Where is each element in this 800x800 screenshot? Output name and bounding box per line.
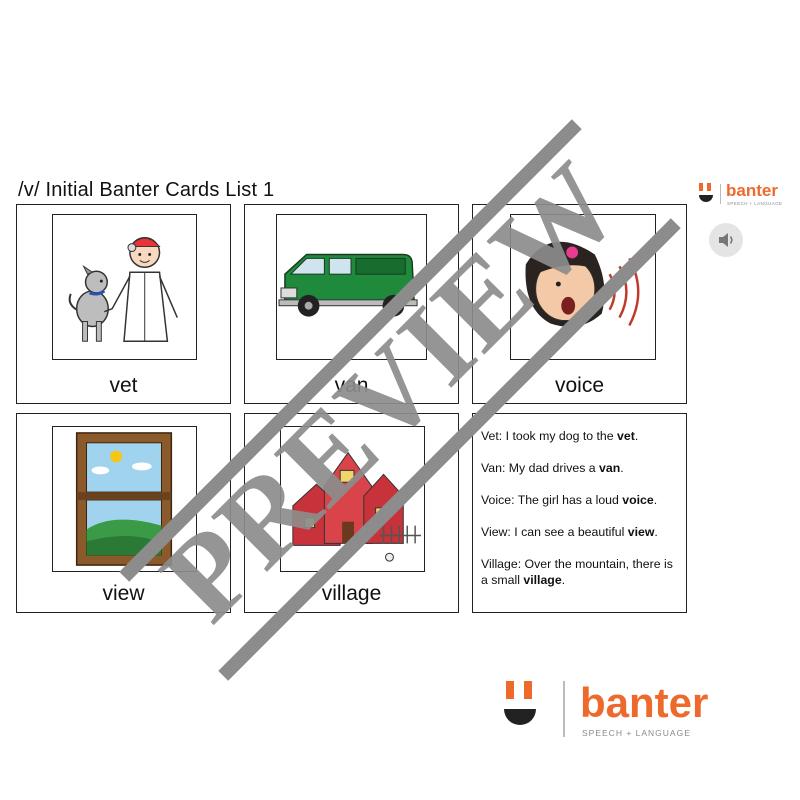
banter-quote-icon: [504, 681, 536, 725]
card-word: vet: [109, 374, 138, 397]
banter-logo-small: banter SPEECH + LANGUAGE: [696, 180, 792, 210]
window-view-picture: [52, 426, 197, 572]
sentence-vet: Vet: I took my dog to the vet.: [481, 429, 639, 443]
card-van[interactable]: van: [244, 204, 459, 404]
brand-name-small: banter: [726, 181, 778, 200]
sentence-view: View: I can see a beautiful view.: [481, 525, 658, 539]
card-village[interactable]: village: [244, 413, 459, 613]
sentence-list: Vet: I took my dog to the vet. Van: My d…: [481, 428, 680, 604]
speaker-icon: [719, 233, 733, 247]
sentence-van: Van: My dad drives a van.: [481, 461, 624, 475]
banter-quote-icon: [699, 183, 713, 202]
card-word: view: [102, 582, 145, 605]
card-voice[interactable]: voice: [472, 204, 687, 404]
brand-tagline-small: SPEECH + LANGUAGE: [727, 201, 783, 206]
sentence-voice: Voice: The girl has a loud voice.: [481, 493, 658, 507]
village-houses-picture: [280, 426, 425, 572]
card-word: van: [334, 374, 369, 397]
green-van-picture: [276, 214, 427, 360]
girl-speaking-loud-picture: [510, 214, 656, 360]
banter-logo-large: banter SPEECH + LANGUAGE: [500, 675, 730, 745]
vet-with-dog-picture: [52, 214, 197, 360]
card-word: village: [321, 582, 382, 605]
speaker-button[interactable]: [709, 223, 743, 257]
brand-tagline-large: SPEECH + LANGUAGE: [582, 728, 691, 738]
brand-name-large: banter: [580, 679, 709, 726]
sentence-village: Village: Over the mountain, there is a s…: [481, 557, 673, 587]
card-word: voice: [554, 374, 605, 397]
card-view[interactable]: view: [16, 413, 231, 613]
page-title: /v/ Initial Banter Cards List 1: [18, 179, 275, 201]
card-sentences: Vet: I took my dog to the vet. Van: My d…: [472, 413, 687, 613]
card-vet[interactable]: vet: [16, 204, 231, 404]
